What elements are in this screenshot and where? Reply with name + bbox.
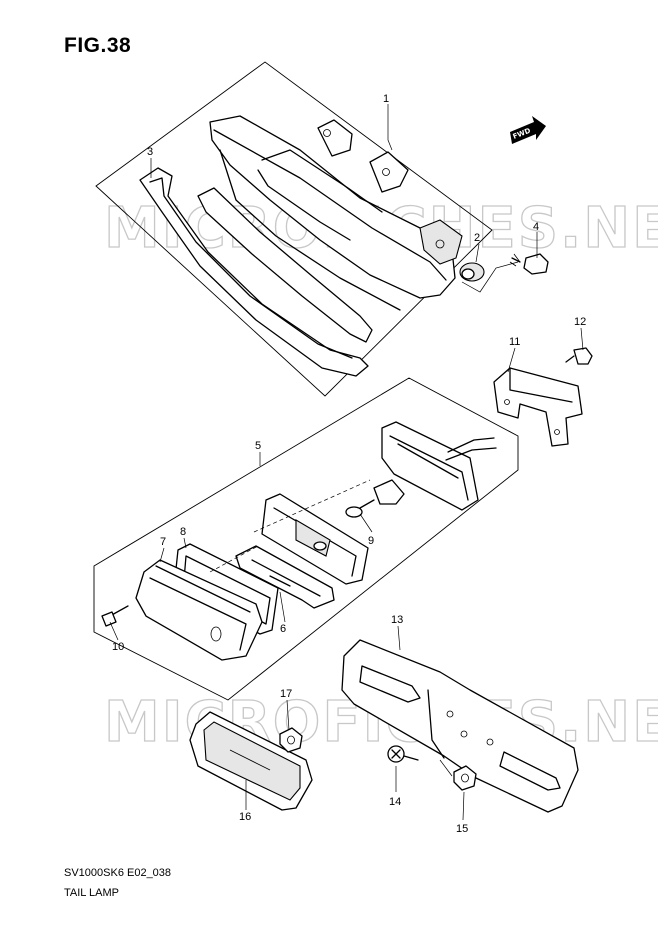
assembly-box-lamp	[93, 377, 519, 701]
callout-10: 10	[112, 641, 124, 653]
callout-6: 6	[280, 623, 286, 635]
part-15-nut[interactable]	[439, 759, 477, 791]
part-3-cowl-trim[interactable]	[139, 167, 373, 377]
figure-name: TAIL LAMP	[64, 887, 120, 899]
figure-code: SV1000SK6 E02_038	[64, 867, 172, 879]
part-13-license-bracket[interactable]	[341, 639, 579, 813]
part-14-bolt[interactable]	[387, 745, 419, 763]
part-4-screw[interactable]	[509, 253, 549, 275]
callout-13: 13	[391, 614, 403, 626]
callout-9: 9	[368, 535, 374, 547]
callout-1: 1	[383, 93, 389, 105]
part-10-screw[interactable]	[101, 605, 129, 627]
callout-2: 2	[474, 232, 480, 244]
part-11-bracket[interactable]	[493, 367, 583, 447]
callout-14: 14	[389, 796, 401, 808]
part-17-nut[interactable]	[279, 727, 303, 753]
forward-arrow-icon: FWD	[510, 116, 546, 144]
callout-7: 7	[160, 536, 166, 548]
part-7-tail-lamp-lens[interactable]	[135, 559, 263, 661]
part-5-license-lamp-housing[interactable]	[381, 421, 497, 511]
callout-11: 11	[509, 336, 520, 348]
callout-8: 8	[180, 526, 186, 538]
part-2-grommet[interactable]	[459, 261, 519, 293]
callout-16: 16	[239, 811, 251, 823]
callout-4: 4	[533, 221, 539, 233]
part-16-reflector[interactable]	[189, 711, 313, 811]
callout-17: 17	[280, 688, 292, 700]
callout-15: 15	[456, 823, 468, 835]
part-9-bulb[interactable]	[345, 479, 405, 518]
part-6-lens[interactable]	[235, 545, 335, 609]
part-12-screw[interactable]	[565, 347, 593, 365]
part-1-rear-cowl[interactable]	[209, 115, 463, 311]
callout-3: 3	[147, 146, 153, 158]
figure-title: FIG.38	[64, 34, 132, 57]
callout-12: 12	[574, 316, 586, 328]
callout-5: 5	[255, 440, 261, 452]
assembly-box-cowl	[95, 61, 493, 397]
